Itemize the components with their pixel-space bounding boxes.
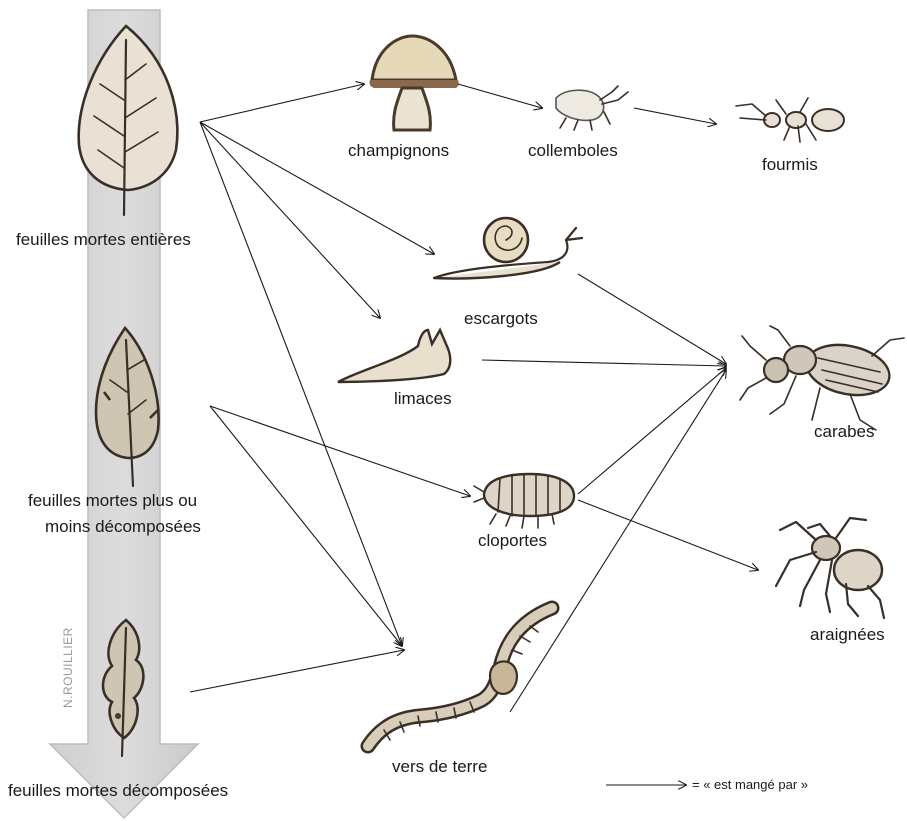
edge-cloportes-araignees — [578, 500, 758, 570]
edge-champignons-collemboles — [458, 84, 542, 108]
label-escargots: escargots — [464, 309, 538, 328]
ant-icon — [736, 98, 844, 142]
label-feuilles-decomposees: feuilles mortes décomposées — [8, 781, 228, 800]
legend-text: = « est mangé par » — [692, 777, 808, 792]
label-feuilles-partielles-line1: feuilles mortes plus ou — [28, 491, 197, 510]
label-cloportes: cloportes — [478, 531, 547, 550]
edge-feuilles-partielles-vers — [210, 406, 402, 646]
mushroom-icon — [370, 36, 459, 130]
slug-icon — [338, 330, 450, 382]
label-araignees: araignées — [810, 625, 885, 644]
snail-icon — [434, 218, 582, 278]
label-champignons: champignons — [348, 141, 449, 160]
label-feuilles-entieres: feuilles mortes entières — [16, 230, 191, 249]
edge-feuilles-entieres-champignons — [200, 84, 364, 122]
label-limaces: limaces — [394, 389, 452, 408]
label-carabes: carabes — [814, 422, 874, 441]
label-feuilles-partielles-line2: moins décomposées — [45, 517, 201, 536]
credit-text: N.ROUILLIER — [61, 627, 75, 708]
label-collemboles: collemboles — [528, 141, 618, 160]
edges — [190, 84, 758, 712]
edge-cloportes-carabes — [578, 368, 726, 494]
edge-collemboles-fourmis — [634, 108, 716, 124]
label-fourmis: fourmis — [762, 155, 818, 174]
edge-limaces-carabes — [482, 360, 726, 366]
edge-escargots-carabes — [578, 274, 726, 364]
woodlouse-icon — [474, 474, 574, 528]
spider-icon — [776, 518, 884, 618]
edge-feuilles-entieres-vers — [200, 122, 402, 646]
springtail-icon — [556, 86, 628, 130]
edge-feuilles-decomposees-vers — [190, 650, 404, 692]
legend: = « est mangé par » — [606, 777, 808, 792]
label-vers-de-terre: vers de terre — [392, 757, 487, 776]
ground-beetle-icon — [740, 326, 904, 430]
edge-feuilles-partielles-cloportes — [210, 406, 470, 496]
